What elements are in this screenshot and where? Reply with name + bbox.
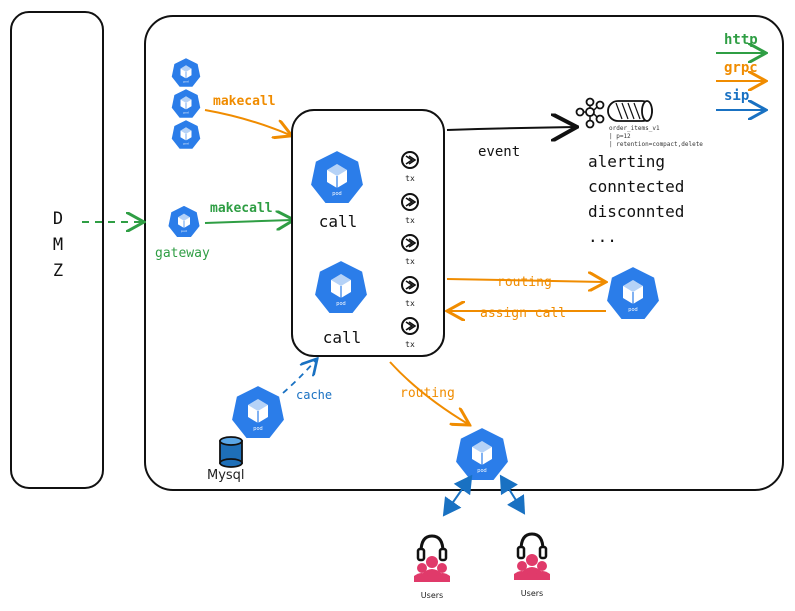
event-item-disconnected: disconnted	[588, 202, 684, 221]
call-top-label: call	[319, 212, 358, 231]
kafka-icon	[575, 97, 605, 129]
kafka-retention: | retention=compact,delete	[609, 141, 703, 148]
dmz-letter-z: Z	[53, 261, 63, 281]
routing-right-arrow	[446, 279, 604, 282]
event-label: event	[478, 144, 520, 160]
kafka-partitions: | p=12	[609, 133, 631, 140]
pod-icon: pod	[170, 57, 202, 88]
tx-icon	[401, 276, 419, 294]
tx-icon	[401, 234, 419, 252]
tx-label: tx	[405, 174, 415, 183]
svg-text:pod: pod	[628, 307, 637, 313]
makecall-http-label: makecall	[210, 201, 273, 216]
routing-bottom-arrow	[389, 361, 468, 424]
users-left-label: Users	[421, 591, 443, 600]
pod-icon: pod	[170, 88, 202, 119]
users-left-icon	[412, 534, 452, 584]
svg-text:pod: pod	[183, 110, 188, 114]
users-right-icon	[512, 532, 552, 582]
users-right-link	[499, 474, 526, 515]
event-item-connected: conntected	[588, 177, 684, 196]
tx-icon	[401, 151, 419, 169]
mysql-label: Mysql	[207, 468, 245, 483]
call-pod-icon: pod	[313, 259, 369, 315]
dmz-letter-d: D	[53, 209, 63, 229]
users-left-link	[442, 474, 473, 517]
routing-bottom-label: routing	[400, 386, 455, 401]
svg-text:pod: pod	[253, 426, 262, 432]
tx-label: tx	[405, 299, 415, 308]
call-bottom-label: call	[323, 328, 362, 347]
call-service-box	[291, 109, 445, 357]
tx-icon	[401, 193, 419, 211]
cache-label: cache	[296, 388, 332, 402]
makecall-http-arrow	[204, 220, 292, 223]
assign-call-label: assign call	[480, 306, 566, 321]
makecall-grpc-label: makecall	[213, 94, 276, 109]
legend-http-label: http	[724, 32, 758, 48]
svg-text:pod: pod	[183, 141, 188, 145]
mysql-pod-icon: pod	[230, 384, 286, 440]
svg-text:pod: pod	[332, 191, 341, 197]
svg-text:pod: pod	[336, 301, 345, 307]
svg-text:pod: pod	[181, 229, 187, 233]
tx-label: tx	[405, 216, 415, 225]
tx-icon	[401, 317, 419, 335]
event-item-ellipsis: ...	[588, 227, 617, 246]
call-pod-icon: pod	[309, 149, 365, 205]
kafka-topic-icon	[607, 100, 653, 122]
tx-label: tx	[405, 340, 415, 349]
dmz-letter-m: M	[53, 235, 63, 255]
dmz-box	[10, 11, 104, 489]
gateway-pod-icon: pod	[167, 204, 201, 239]
legend-grpc-label: grpc	[724, 60, 758, 76]
gateway-label: gateway	[155, 246, 210, 261]
tx-label: tx	[405, 257, 415, 266]
database-icon	[219, 436, 243, 468]
svg-text:pod: pod	[477, 468, 486, 474]
svg-text:pod: pod	[183, 79, 188, 83]
cache-arrow	[282, 360, 316, 394]
agent-pod-icon: pod	[605, 265, 661, 321]
kafka-topic-name: order_items_v1	[609, 125, 660, 132]
event-item-alerting: alerting	[588, 152, 665, 171]
users-right-label: Users	[521, 589, 543, 598]
event-arrow	[446, 127, 575, 130]
pod-icon: pod	[170, 119, 202, 150]
sip-pod-icon: pod	[454, 426, 510, 482]
legend: http grpc sip	[716, 32, 764, 110]
makecall-grpc-arrow	[204, 109, 290, 135]
legend-sip-label: sip	[724, 88, 749, 104]
routing-right-label: routing	[497, 275, 552, 290]
